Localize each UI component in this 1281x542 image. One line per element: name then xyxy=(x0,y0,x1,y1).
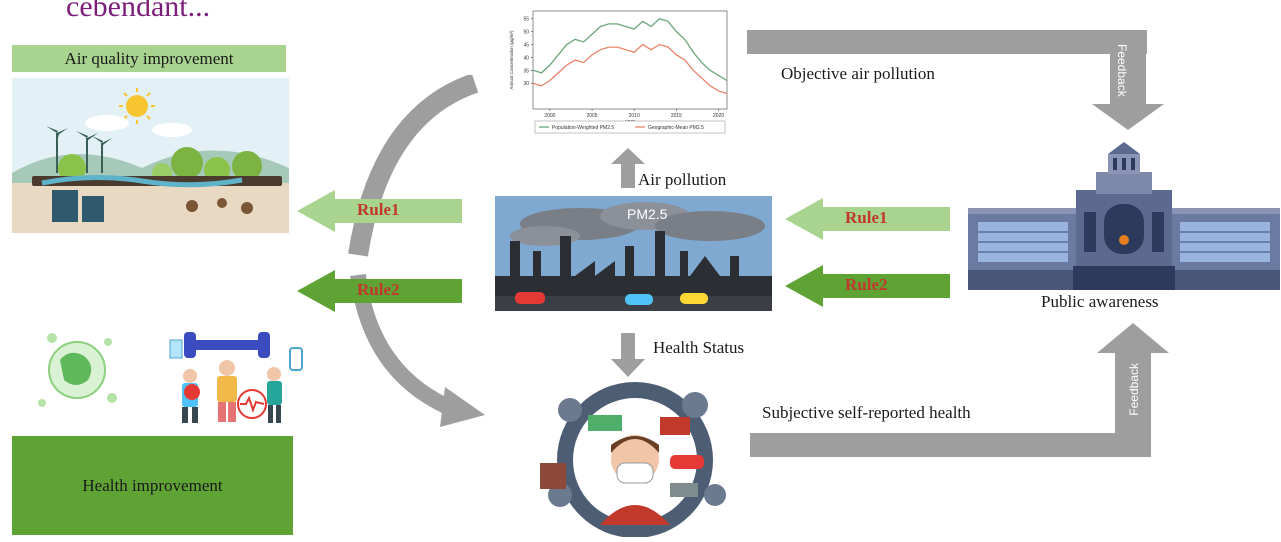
feedback-arrow-down: Feedback xyxy=(1092,30,1164,130)
y-tick-label: 50 xyxy=(523,30,529,36)
legend-entry: Population-Weighted PM2.5 xyxy=(552,125,614,131)
objective-air-pollution-label: Objective air pollution xyxy=(781,64,935,83)
y-tick-label: 35 xyxy=(523,68,529,74)
air-quality-banner-label: Air quality improvement xyxy=(64,48,234,68)
left-rule1-arrow: Rule1 xyxy=(297,190,462,232)
right-rule2-arrow: Rule2 xyxy=(785,265,950,307)
subjective-connector-bar xyxy=(750,433,1135,457)
pm25-line-chart: 30354045505520002005201020152020yearAnnu… xyxy=(503,3,735,138)
x-tick-label: 2000 xyxy=(544,113,555,119)
top-caption-fragment: cebendant... xyxy=(66,0,211,23)
y-tick-label: 40 xyxy=(523,55,529,61)
y-tick-label: 30 xyxy=(523,81,529,87)
person-mask-illustration xyxy=(520,375,750,538)
health-improvement-label: Health improvement xyxy=(82,475,223,495)
x-tick-label: 2015 xyxy=(671,113,682,119)
left-rule1-label: Rule1 xyxy=(357,200,400,219)
curved-arrows xyxy=(348,75,485,427)
air-quality-banner: Air quality improvement xyxy=(12,45,286,72)
health-improvement-box: Health improvement xyxy=(12,436,293,535)
pm25-cloud-label: PM2.5 xyxy=(627,206,668,222)
x-tick-label: 2020 xyxy=(713,113,724,119)
air-quality-illustration xyxy=(12,78,289,233)
down-arrow-health-status xyxy=(611,333,645,377)
public-awareness-label: Public awareness xyxy=(1041,292,1159,311)
factory-pollution-illustration: PM2.5 xyxy=(495,196,772,311)
x-tick-label: 2005 xyxy=(586,113,597,119)
right-rule2-label: Rule2 xyxy=(845,275,888,294)
series-line-1 xyxy=(532,18,728,82)
air-pollution-label: Air pollution xyxy=(638,170,727,189)
y-axis-label: Annual Concentration (µg/m³) xyxy=(509,30,514,90)
chart-plot-frame xyxy=(532,10,728,110)
feedback-top-label: Feedback xyxy=(1115,44,1129,97)
objective-connector-bar xyxy=(747,30,1147,54)
subjective-health-label: Subjective self-reported health xyxy=(762,403,971,422)
public-building-illustration xyxy=(968,142,1280,290)
feedback-arrow-up: Feedback xyxy=(1097,323,1169,457)
legend-entry: Geographic-Mean PM2.5 xyxy=(648,125,704,131)
health-illustration xyxy=(12,318,312,428)
left-rule2-label: Rule2 xyxy=(357,280,400,299)
chart-legend-box xyxy=(534,120,726,134)
health-status-label: Health Status xyxy=(653,338,745,357)
right-rule1-arrow: Rule1 xyxy=(785,198,950,240)
series-line-2 xyxy=(532,43,728,95)
feedback-bottom-label: Feedback xyxy=(1127,363,1141,416)
right-rule1-label: Rule1 xyxy=(845,208,888,227)
y-tick-label: 45 xyxy=(523,43,529,49)
y-tick-label: 55 xyxy=(523,17,529,23)
x-tick-label: 2010 xyxy=(629,113,640,119)
up-arrow-air-pollution xyxy=(611,148,645,188)
curved-arrow-bottom-head xyxy=(440,387,485,427)
left-rule2-arrow: Rule2 xyxy=(297,270,462,312)
